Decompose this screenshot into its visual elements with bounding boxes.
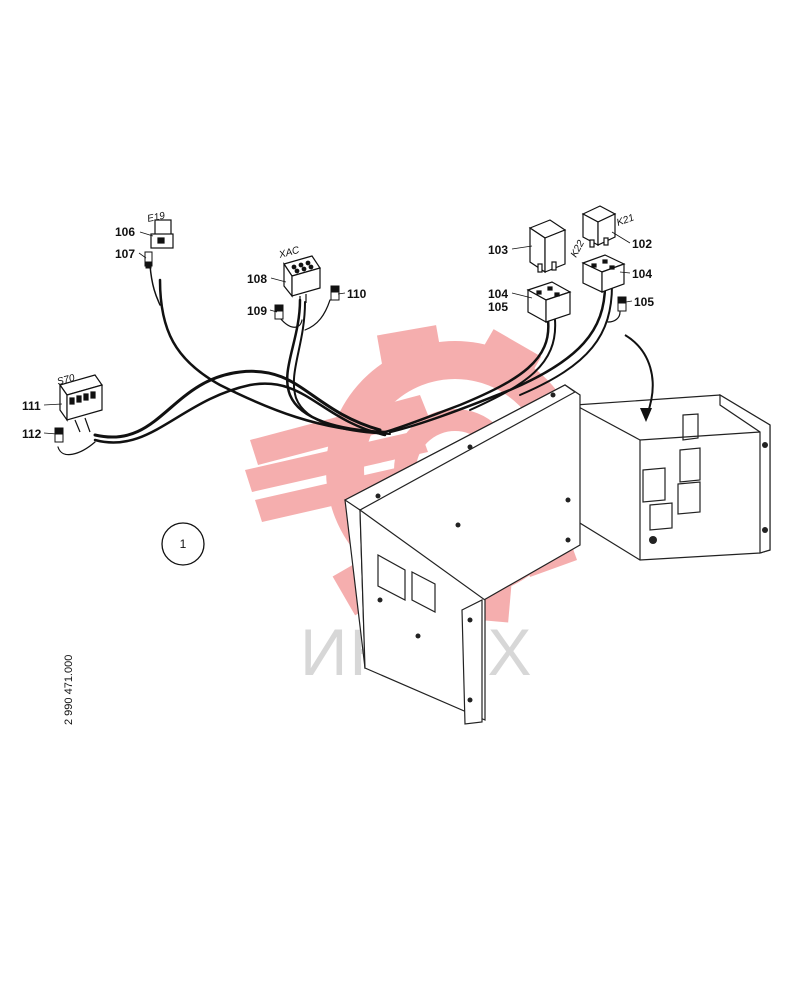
relay-socket-right bbox=[581, 254, 626, 293]
callout-104-left: 104 bbox=[488, 287, 508, 301]
relay-socket-left bbox=[526, 281, 572, 324]
label-k22: K22 bbox=[569, 238, 587, 259]
callout-104-right: 104 bbox=[632, 267, 652, 281]
assembly-label: 1 bbox=[180, 537, 187, 551]
label-k21: K21 bbox=[615, 212, 635, 228]
callout-109: 109 bbox=[247, 304, 267, 318]
callout-106: 106 bbox=[115, 225, 135, 239]
label-s70: S70 bbox=[56, 373, 76, 388]
callout-102: 102 bbox=[632, 237, 652, 251]
connector-e19 bbox=[150, 219, 174, 249]
connector-s70 bbox=[59, 374, 103, 433]
assembly-circle bbox=[161, 522, 205, 566]
routing-arrow bbox=[624, 334, 654, 416]
pin-terminal-107 bbox=[144, 251, 153, 269]
pin-terminal-105-right bbox=[617, 296, 627, 312]
leader-lines bbox=[43, 231, 633, 435]
routing-arrow-head bbox=[640, 408, 652, 422]
connector-xac bbox=[283, 255, 321, 304]
callout-108: 108 bbox=[247, 272, 267, 286]
wire-harness bbox=[57, 264, 621, 456]
callout-110: 110 bbox=[347, 287, 367, 301]
document-number: 2 990 471.000 bbox=[63, 655, 75, 725]
mounting-bracket bbox=[343, 384, 771, 725]
callout-112: 112 bbox=[22, 427, 42, 441]
relay-k21 bbox=[581, 205, 617, 248]
pin-terminal-112 bbox=[54, 427, 64, 443]
pin-terminal-109 bbox=[274, 304, 284, 320]
callout-105-right: 105 bbox=[634, 295, 654, 309]
label-xac: XAC bbox=[277, 245, 301, 261]
label-e19: E19 bbox=[146, 210, 166, 225]
callout-107: 107 bbox=[115, 247, 135, 261]
callout-111: 111 bbox=[22, 399, 41, 413]
callout-103: 103 bbox=[488, 243, 508, 257]
relay-k22 bbox=[528, 219, 567, 274]
callout-105-left: 105 bbox=[488, 300, 508, 314]
pin-terminal-110 bbox=[330, 285, 340, 301]
